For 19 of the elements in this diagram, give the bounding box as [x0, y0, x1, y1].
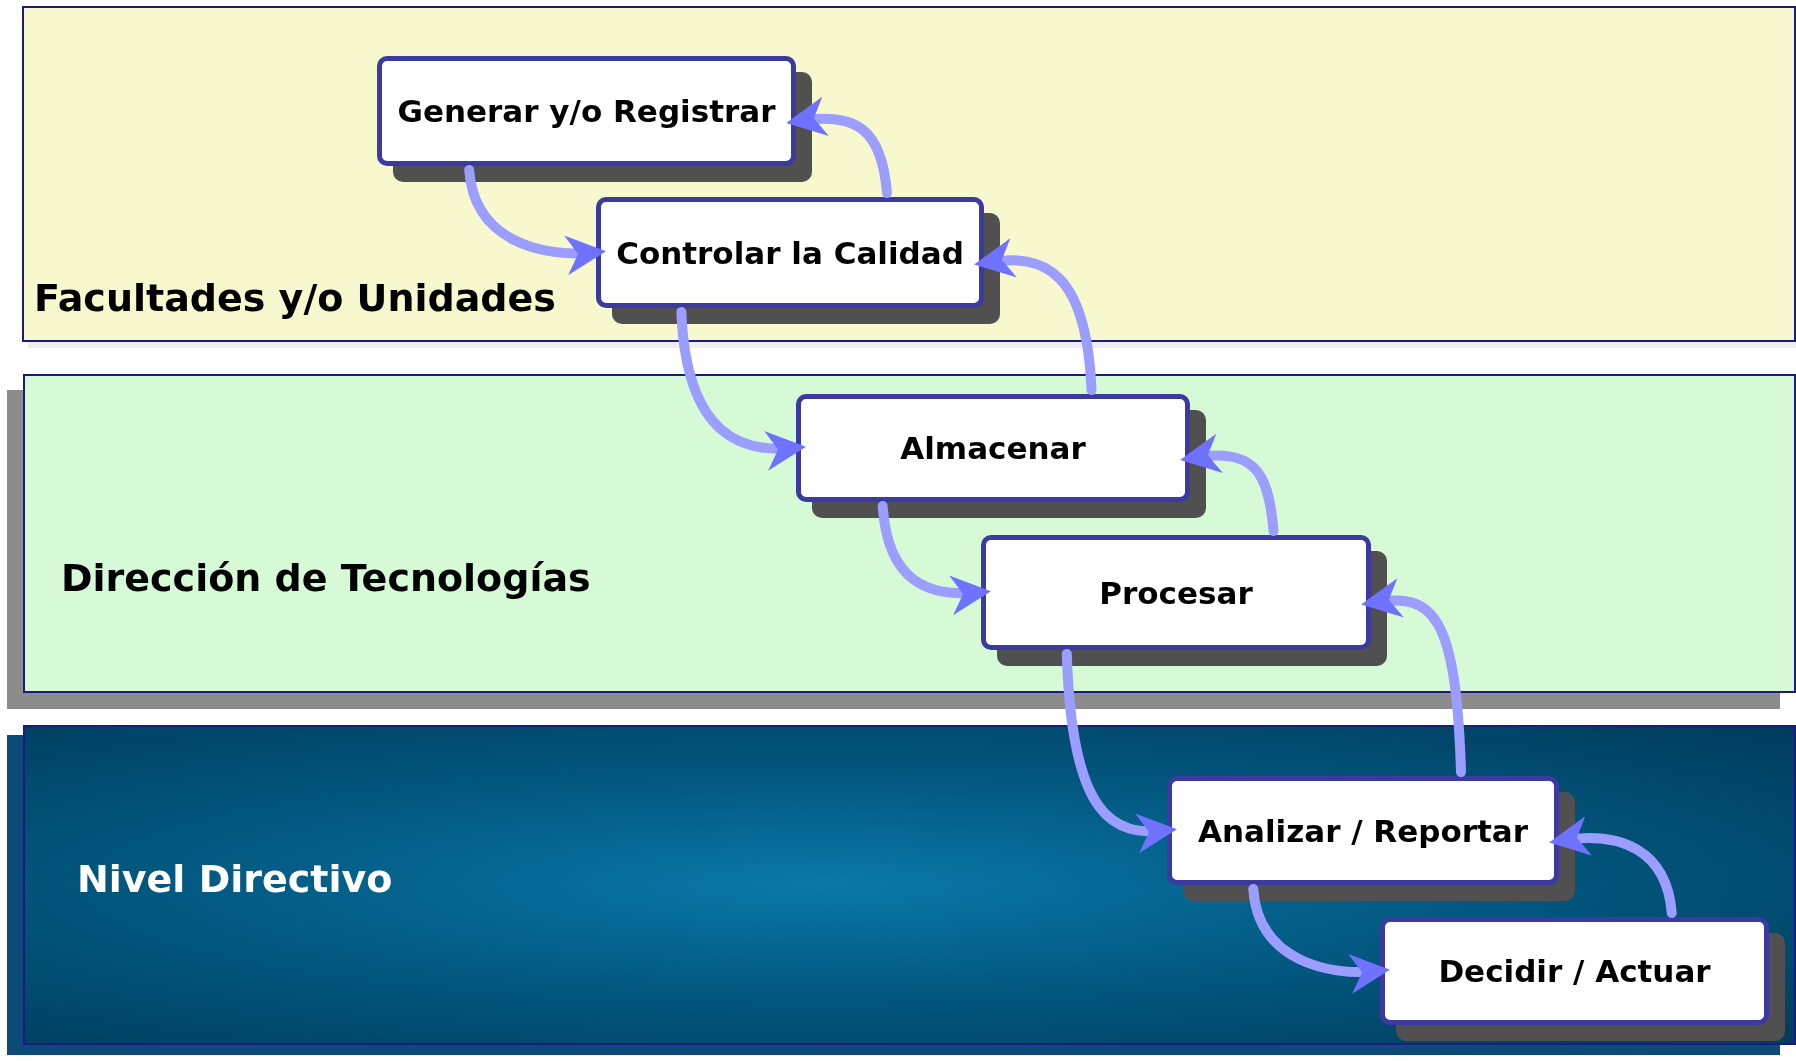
curved-arrow — [676, 307, 806, 470]
curved-arrow — [1061, 649, 1177, 853]
curved-arrow — [974, 239, 1097, 395]
curved-arrow — [1549, 817, 1677, 918]
curved-arrow — [1361, 579, 1466, 777]
curved-arrow — [1180, 434, 1279, 536]
curved-arrow — [1248, 884, 1390, 993]
curved-arrow — [786, 97, 892, 198]
process-box: Almacenar — [796, 394, 1190, 502]
process-box: Analizar / Reportar — [1167, 776, 1559, 885]
curved-arrow — [877, 501, 991, 615]
process-box: Procesar — [981, 535, 1371, 650]
lane-title: Dirección de Tecnologías — [61, 556, 591, 600]
process-box: Generar y/o Registrar — [377, 56, 796, 166]
curved-arrow — [464, 165, 606, 275]
process-box: Decidir / Actuar — [1380, 917, 1769, 1025]
lane-title: Facultades y/o Unidades — [34, 276, 556, 320]
process-box: Controlar la Calidad — [596, 197, 984, 308]
lane-title: Nivel Directivo — [77, 857, 393, 901]
